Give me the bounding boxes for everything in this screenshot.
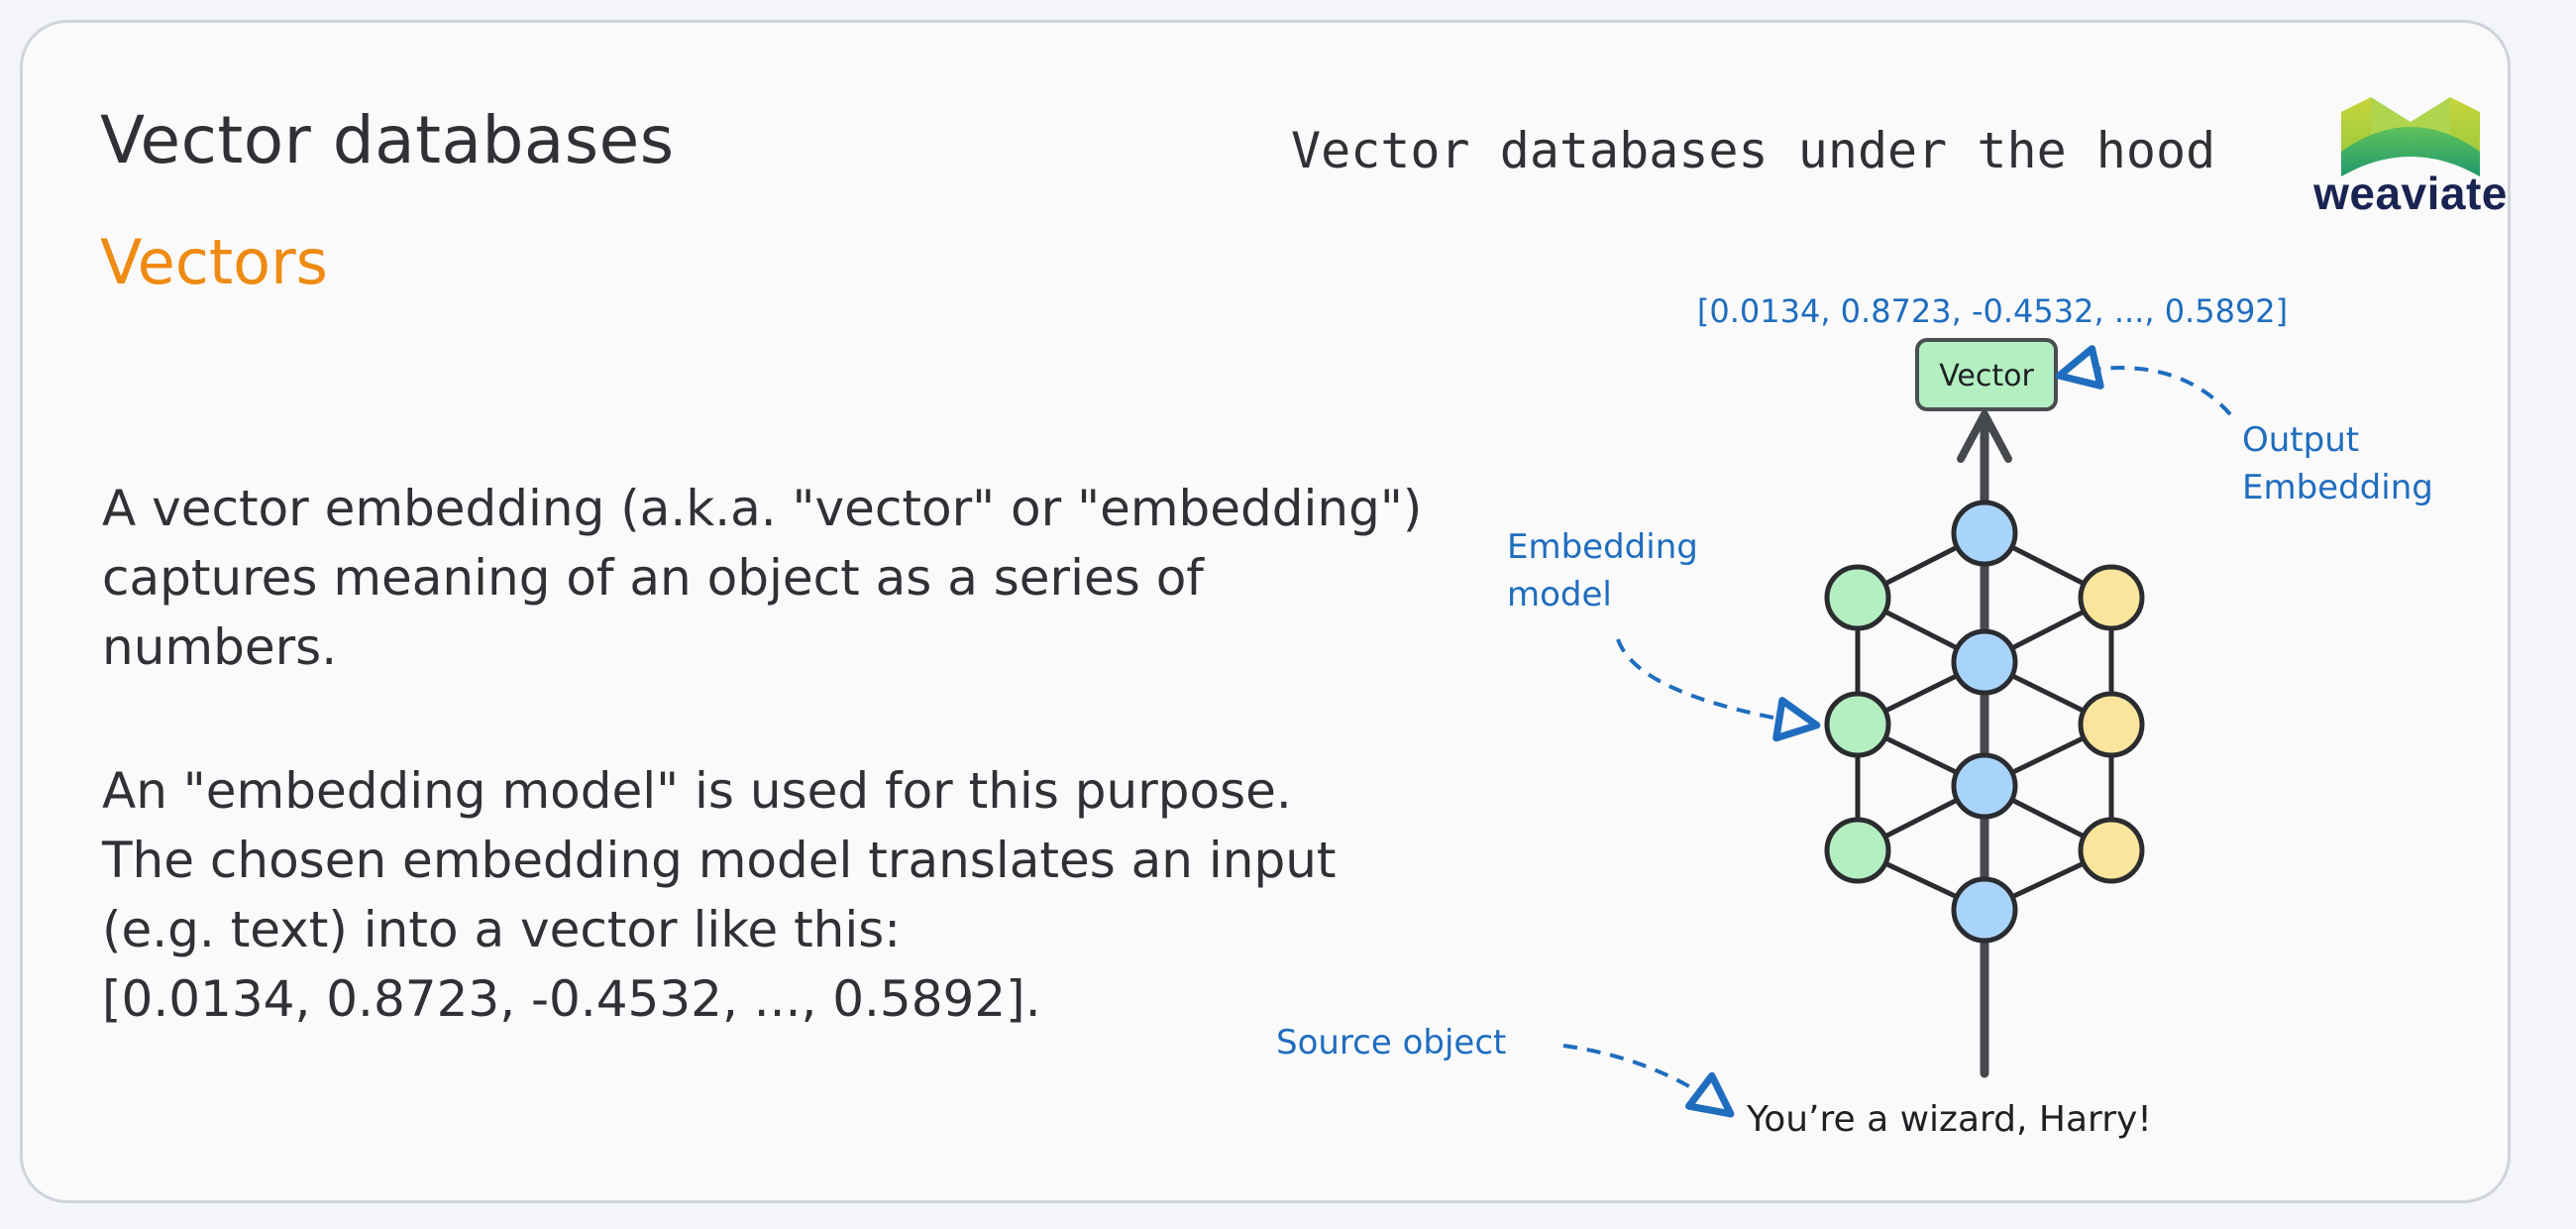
vector-values-label: [0.0134, 0.8723, -0.4532, ..., 0.5892] bbox=[1697, 292, 2288, 330]
output-embedding-label-line1: Output bbox=[2242, 420, 2359, 460]
header-title: Vector databases under the hood bbox=[1291, 122, 2216, 179]
node-blue bbox=[1951, 628, 2018, 696]
source-object-label: Source object bbox=[1276, 1023, 1506, 1062]
weaviate-logo-icon bbox=[2341, 97, 2480, 176]
node-green bbox=[1824, 817, 1891, 884]
paragraph-line: (e.g. text) into a vector like this: bbox=[102, 901, 902, 958]
paragraph-line: numbers. bbox=[102, 618, 338, 676]
paragraph-line: [0.0134, 0.8723, -0.4532, ..., 0.5892]. bbox=[102, 970, 1041, 1028]
node-yellow bbox=[2078, 691, 2145, 758]
embedding-model-label-line1: Embedding bbox=[1507, 527, 1698, 567]
source-object-arrow bbox=[1562, 1044, 1735, 1118]
slide-card: Vector databases Vectors Vector database… bbox=[20, 20, 2511, 1203]
page-title: Vector databases bbox=[100, 102, 675, 178]
node-green bbox=[1824, 564, 1891, 631]
logo-wordmark: weaviate bbox=[2313, 168, 2508, 219]
paragraph-embedding-model: An "embedding model" is used for this pu… bbox=[102, 756, 1337, 1034]
node-green bbox=[1824, 691, 1891, 758]
vector-box-label: Vector bbox=[1939, 359, 2034, 393]
network-nodes bbox=[1824, 500, 2145, 944]
embedding-model-label-line2: model bbox=[1507, 575, 1612, 614]
node-blue bbox=[1951, 752, 2018, 820]
section-title: Vectors bbox=[100, 226, 328, 298]
node-yellow bbox=[2078, 564, 2145, 631]
node-blue bbox=[1951, 876, 2018, 944]
paragraph-line: An "embedding model" is used for this pu… bbox=[102, 762, 1292, 820]
paragraph-line: A vector embedding (a.k.a. "vector" or "… bbox=[102, 480, 1423, 537]
paragraph-embedding-definition: A vector embedding (a.k.a. "vector" or "… bbox=[102, 474, 1422, 682]
source-object-text: You’re a wizard, Harry! bbox=[1746, 1099, 2152, 1140]
embedding-diagram: [0.0134, 0.8723, -0.4532, ..., 0.5892] V… bbox=[1276, 292, 2433, 1140]
flow-arrow-head bbox=[1957, 410, 2012, 463]
output-embedding-label-line2: Embedding bbox=[2242, 468, 2433, 507]
node-yellow bbox=[2078, 817, 2145, 884]
node-blue bbox=[1951, 500, 2018, 567]
output-embedding-arrow bbox=[2055, 345, 2232, 416]
embedding-model-arrow bbox=[1616, 638, 1821, 742]
paragraph-line: captures meaning of an object as a serie… bbox=[102, 549, 1204, 607]
paragraph-line: The chosen embedding model translates an… bbox=[102, 832, 1337, 889]
